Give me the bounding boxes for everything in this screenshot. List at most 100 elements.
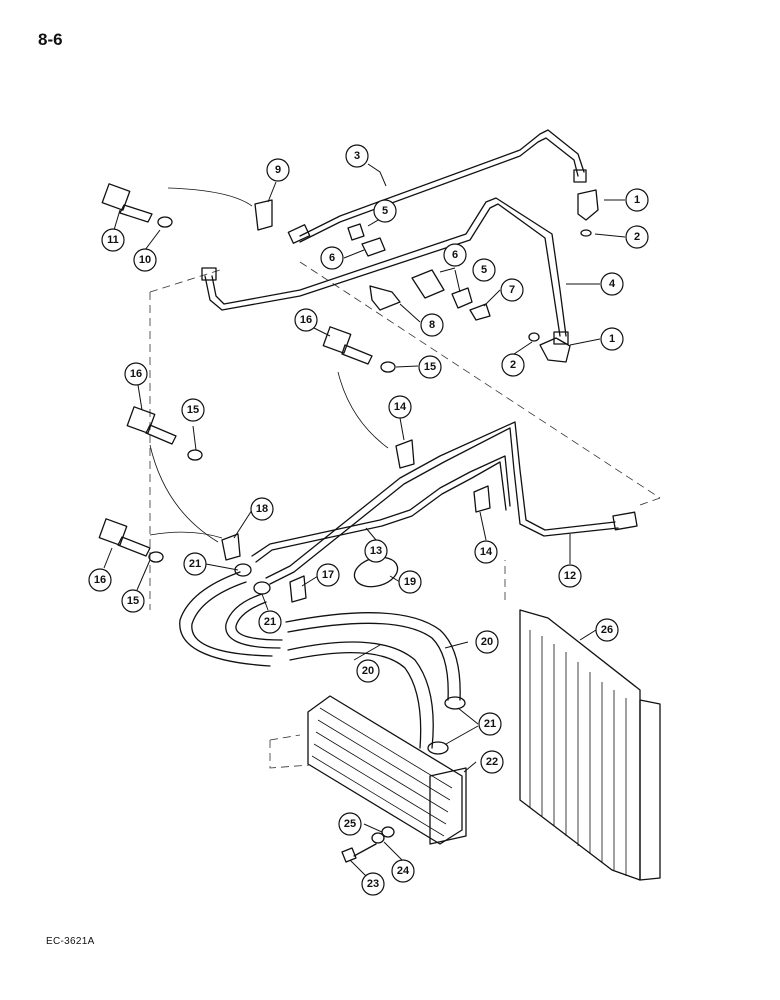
- lock-washer-25: [381, 826, 395, 838]
- tube-4-nut: [201, 267, 217, 281]
- callout-leaders: [103, 163, 626, 881]
- bolt-16-lower: [98, 518, 151, 557]
- svg-text:21: 21: [264, 616, 276, 628]
- svg-text:3: 3: [354, 150, 360, 162]
- callout-10: 10: [133, 248, 157, 272]
- callout-1-lower: 1: [600, 327, 624, 351]
- callout-8: 8: [420, 313, 444, 337]
- clip-17: [289, 575, 307, 603]
- svg-text:24: 24: [397, 865, 410, 877]
- clip-18: [221, 533, 241, 561]
- callout-14-lower: 14: [474, 540, 498, 564]
- cooler-26: [519, 609, 661, 881]
- svg-text:10: 10: [139, 254, 151, 266]
- svg-text:15: 15: [127, 595, 139, 607]
- clamp-5-lower: [451, 287, 473, 309]
- washer-15-lower: [148, 551, 164, 563]
- tube-12: [265, 421, 619, 585]
- svg-text:14: 14: [480, 546, 493, 558]
- callout-20-left: 20: [356, 659, 380, 683]
- washer-15-upper: [380, 361, 396, 373]
- bolt-11: [101, 183, 153, 223]
- clip-14-lower: [473, 485, 491, 513]
- svg-text:23: 23: [367, 878, 379, 890]
- svg-text:5: 5: [481, 264, 487, 276]
- page-number: 8-6: [38, 30, 63, 49]
- elbow-fitting-1-lower: [539, 337, 571, 363]
- svg-text:1: 1: [634, 194, 640, 206]
- svg-text:6: 6: [452, 249, 458, 261]
- svg-text:20: 20: [362, 665, 374, 677]
- callout-5-upper: 5: [373, 199, 397, 223]
- callout-16-middle: 16: [124, 362, 148, 386]
- svg-text:13: 13: [370, 545, 382, 557]
- svg-text:19: 19: [404, 576, 416, 588]
- bracket-8: [369, 285, 401, 311]
- svg-text:14: 14: [394, 401, 407, 413]
- assembly-arc-3: [149, 444, 219, 543]
- washer-15-middle: [187, 449, 203, 461]
- tube-4-end: [553, 331, 569, 345]
- svg-text:26: 26: [601, 624, 613, 636]
- callout-24: 24: [391, 859, 415, 883]
- clamp-21-a: [234, 563, 252, 577]
- clip-9: [254, 199, 273, 231]
- sleeve-6-upper: [361, 237, 386, 257]
- callout-17: 17: [316, 563, 340, 587]
- assembly-arc-4: [149, 531, 223, 539]
- hose-20-lower: [287, 641, 434, 749]
- oil-cooler-22: [307, 695, 467, 845]
- svg-text:7: 7: [509, 284, 515, 296]
- clamp-21-b: [253, 581, 271, 595]
- svg-text:8: 8: [429, 319, 435, 331]
- screw-23: [341, 843, 377, 863]
- svg-text:25: 25: [344, 818, 356, 830]
- tube-3: [299, 129, 585, 243]
- callout-25: 25: [338, 812, 362, 836]
- svg-text:5: 5: [382, 205, 388, 217]
- tube-12-fitting: [612, 511, 638, 531]
- svg-text:1: 1: [609, 333, 615, 345]
- tube-3-fitting: [287, 224, 311, 244]
- bolt-16-middle: [126, 406, 177, 445]
- callout-26: 26: [595, 618, 619, 642]
- tube-13: [251, 455, 511, 563]
- hose-20-upper: [285, 612, 461, 701]
- reference-lines: [149, 261, 661, 769]
- svg-text:16: 16: [130, 368, 142, 380]
- callout-21-b: 21: [258, 610, 282, 634]
- clamp-21-c: [444, 696, 466, 710]
- callout-11: 11: [101, 228, 125, 252]
- callout-21-a: 21: [183, 552, 207, 576]
- svg-text:6: 6: [329, 252, 335, 264]
- callout-14-upper: 14: [388, 395, 412, 419]
- callout-15-upper: 15: [418, 355, 442, 379]
- svg-text:17: 17: [322, 569, 334, 581]
- callout-15-lower: 15: [121, 589, 145, 613]
- assembly-arc-1: [167, 187, 253, 207]
- svg-text:16: 16: [94, 574, 106, 586]
- callout-3: 3: [345, 144, 369, 168]
- callout-6-lower: 6: [443, 243, 467, 267]
- svg-text:15: 15: [187, 404, 199, 416]
- o-ring-2-upper: [580, 229, 592, 237]
- hose-left-outer: [179, 571, 273, 667]
- tube-4: [204, 197, 567, 337]
- callout-15-middle: 15: [181, 398, 205, 422]
- svg-text:20: 20: [481, 636, 493, 648]
- tube-3-nut: [573, 169, 587, 183]
- callout-4: 4: [600, 272, 624, 296]
- svg-text:22: 22: [486, 756, 498, 768]
- washer-10: [157, 216, 173, 228]
- callout-13: 13: [364, 539, 388, 563]
- washer-24: [371, 832, 385, 844]
- svg-text:21: 21: [484, 718, 496, 730]
- assembly-arc-2: [337, 371, 389, 449]
- callout-16-lower: 16: [88, 568, 112, 592]
- svg-text:18: 18: [256, 503, 268, 515]
- callout-1-upper: 1: [625, 188, 649, 212]
- callout-22: 22: [480, 750, 504, 774]
- svg-text:21: 21: [189, 558, 201, 570]
- svg-text:15: 15: [424, 361, 436, 373]
